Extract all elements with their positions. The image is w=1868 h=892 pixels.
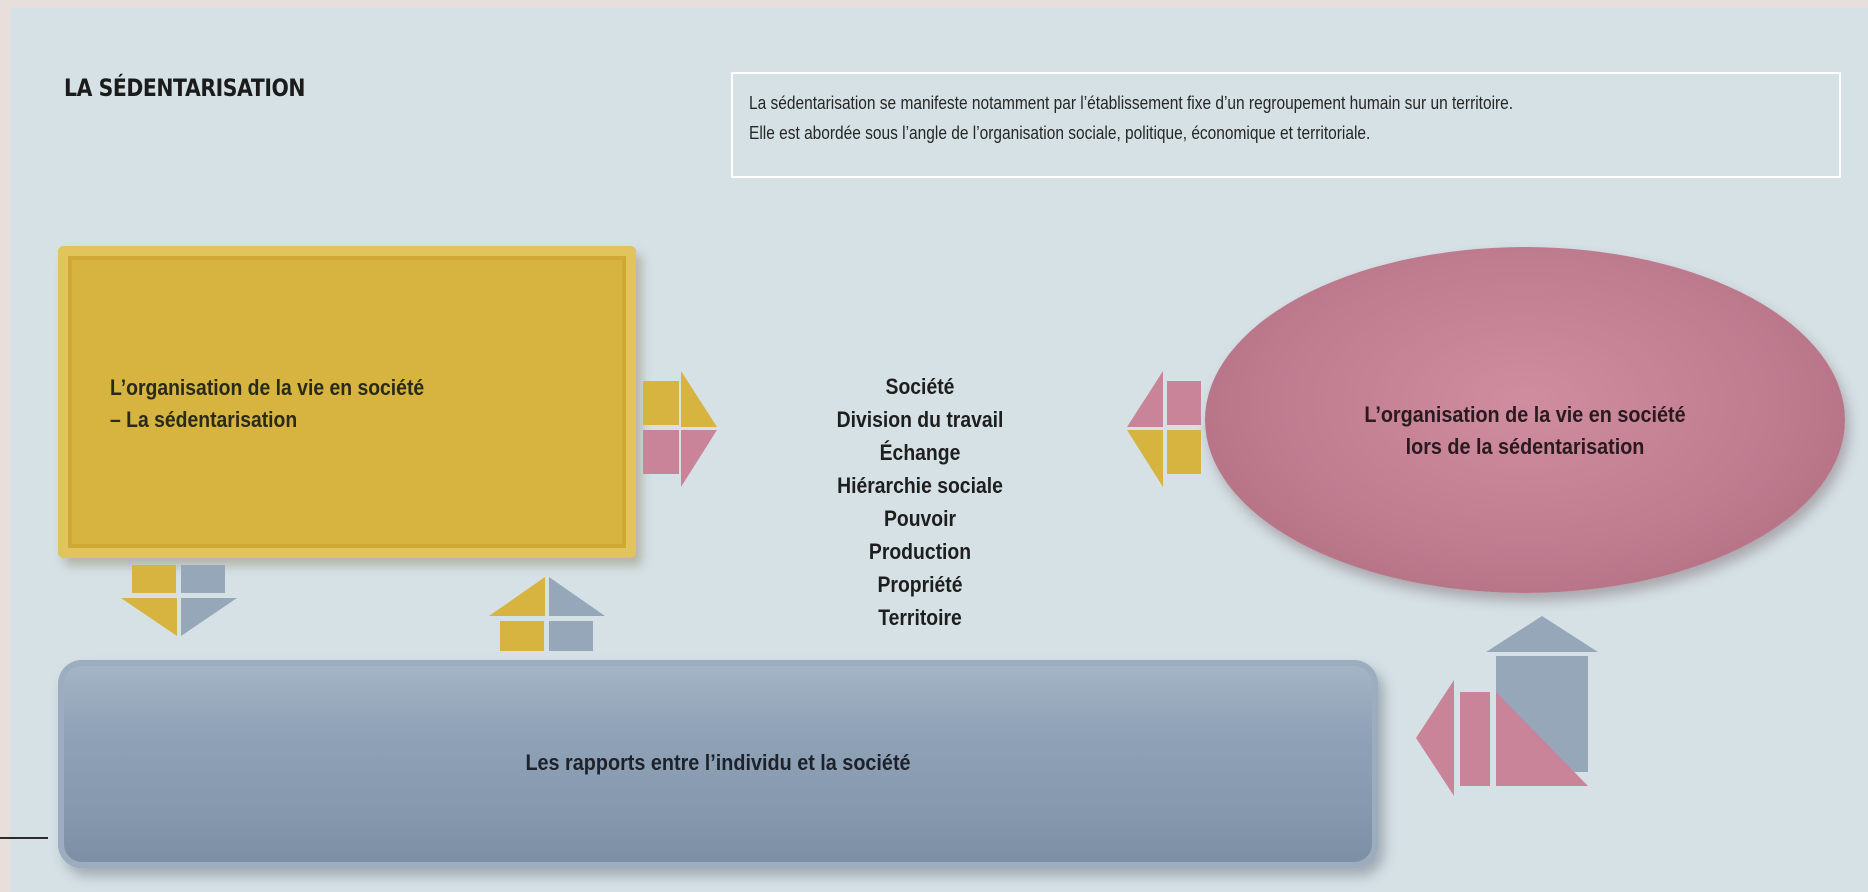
ellipse-organisation: L’organisation de la vie en société lors… bbox=[1205, 247, 1845, 593]
page-title: LA SÉDENTARISATION bbox=[64, 74, 306, 102]
ellipse-label-line-2: lors de la sédentarisation bbox=[1405, 434, 1645, 459]
concept-item: Production bbox=[868, 539, 972, 564]
concept-item: Propriété bbox=[877, 572, 963, 597]
arrow-right-icon bbox=[643, 371, 717, 487]
description-line-2: Elle est abordée sous l’angle de l’organ… bbox=[749, 123, 1371, 143]
concept-item: Pouvoir bbox=[883, 506, 957, 531]
concept-item: Territoire bbox=[878, 605, 962, 630]
description-box: La sédentarisation se manifeste notammen… bbox=[731, 72, 1841, 178]
concept-item: Société bbox=[885, 374, 955, 399]
description-line-1: La sédentarisation se manifeste notammen… bbox=[749, 93, 1514, 113]
side-rule bbox=[0, 837, 48, 839]
arrow-left-icon bbox=[1127, 371, 1201, 487]
blue-bar-rapports: Les rapports entre l’individu et la soci… bbox=[58, 660, 1378, 868]
arrow-down-icon bbox=[121, 565, 237, 636]
ellipse-label-line-1: L’organisation de la vie en société bbox=[1364, 402, 1686, 427]
gold-box-label: L’organisation de la vie en société – La… bbox=[110, 372, 424, 436]
gold-box-label-line-2: – La sédentarisation bbox=[110, 407, 298, 432]
ellipse-label: L’organisation de la vie en société lors… bbox=[1237, 399, 1813, 463]
blue-bar-label: Les rapports entre l’individu et la soci… bbox=[525, 750, 911, 775]
concept-item: Échange bbox=[879, 440, 961, 465]
arrow-up-icon bbox=[489, 577, 605, 651]
concept-item: Division du travail bbox=[836, 407, 1004, 432]
gold-box-organisation: L’organisation de la vie en société – La… bbox=[58, 246, 636, 558]
arrow-left-icon bbox=[1416, 680, 1588, 796]
concept-item: Hiérarchie sociale bbox=[837, 473, 1003, 498]
gold-box-label-line-1: L’organisation de la vie en société bbox=[110, 375, 425, 400]
concept-list: Société Division du travail Échange Hiér… bbox=[770, 370, 1070, 634]
